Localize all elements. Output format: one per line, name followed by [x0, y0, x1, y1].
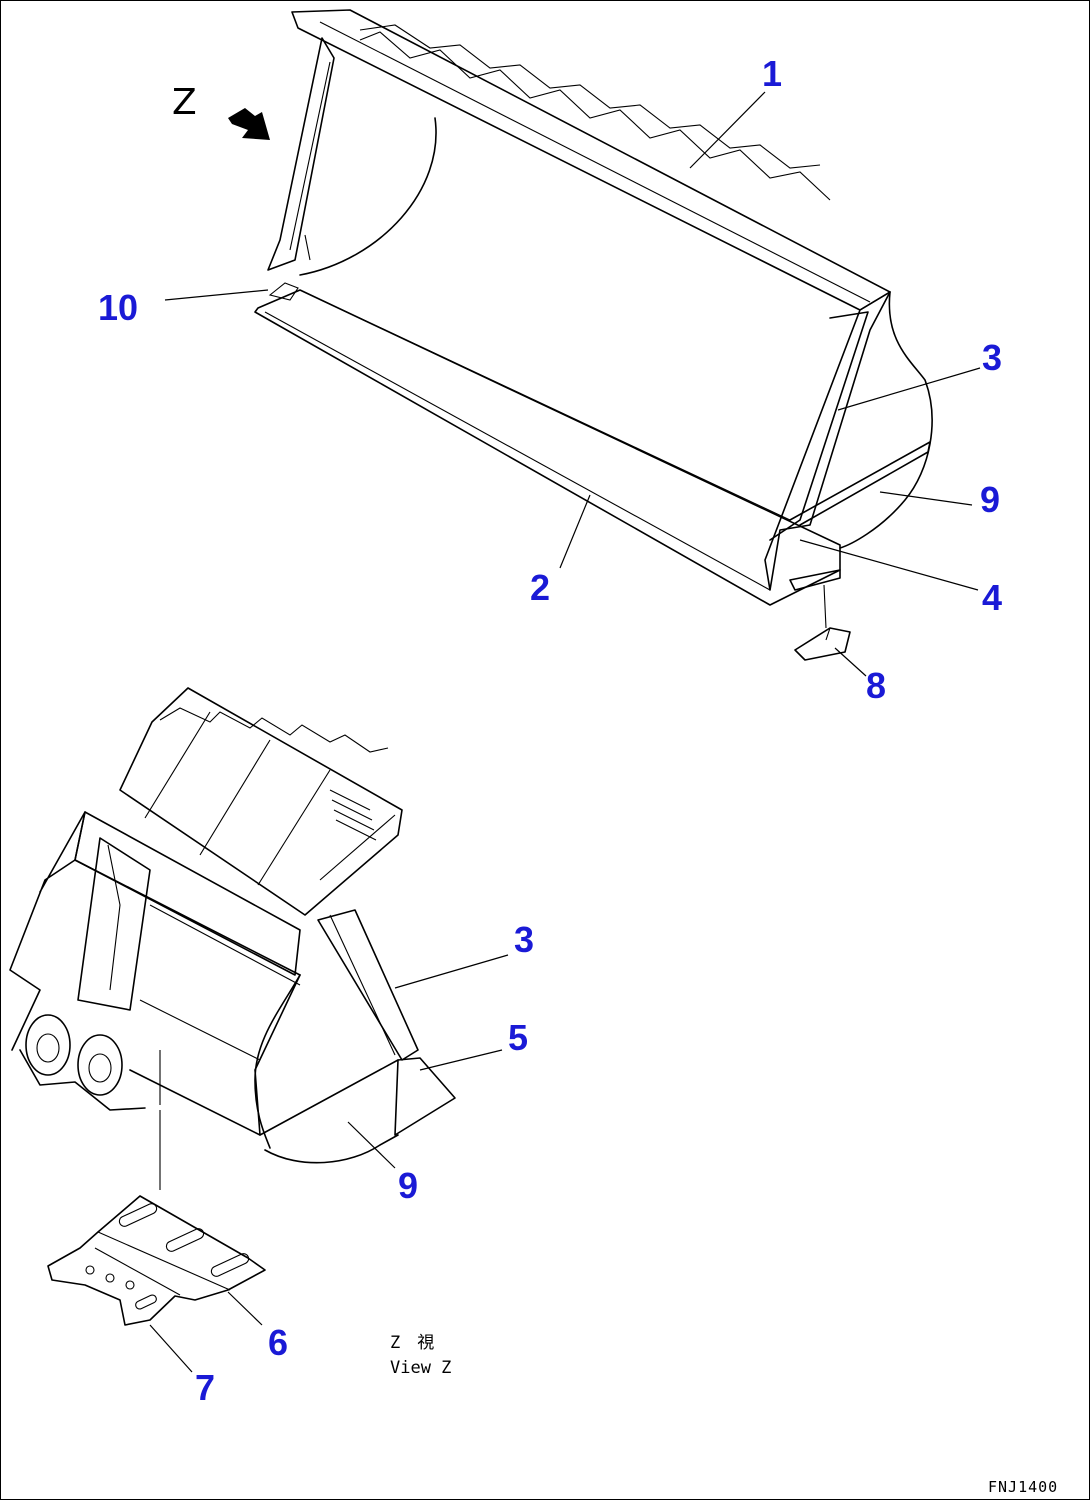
callout-8: 8 [866, 665, 886, 706]
callout-9-bottom: 9 [398, 1165, 418, 1206]
callout-3-bottom: 3 [514, 919, 534, 960]
view-arrow [228, 108, 270, 140]
bucket-front-view [254, 9, 933, 661]
drawing-code: FNJ1400 [988, 1478, 1058, 1496]
callout-3-top: 3 [982, 337, 1002, 378]
callout-9-top: 9 [980, 479, 1000, 520]
view-caption-en: View Z [390, 1358, 451, 1378]
bucket-view-z [9, 687, 456, 1326]
callout-1: 1 [762, 53, 782, 94]
view-arrow-label: Z [172, 82, 197, 123]
callout-5: 5 [508, 1017, 528, 1058]
callout-7: 7 [195, 1367, 215, 1408]
callout-6: 6 [268, 1322, 288, 1363]
view-caption-jp: Z 視 [390, 1333, 434, 1353]
leaders-top [164, 91, 981, 677]
callout-2: 2 [530, 567, 550, 608]
leaders-bottom [149, 954, 509, 1373]
callout-4: 4 [982, 577, 1002, 618]
callout-10: 10 [98, 287, 138, 328]
